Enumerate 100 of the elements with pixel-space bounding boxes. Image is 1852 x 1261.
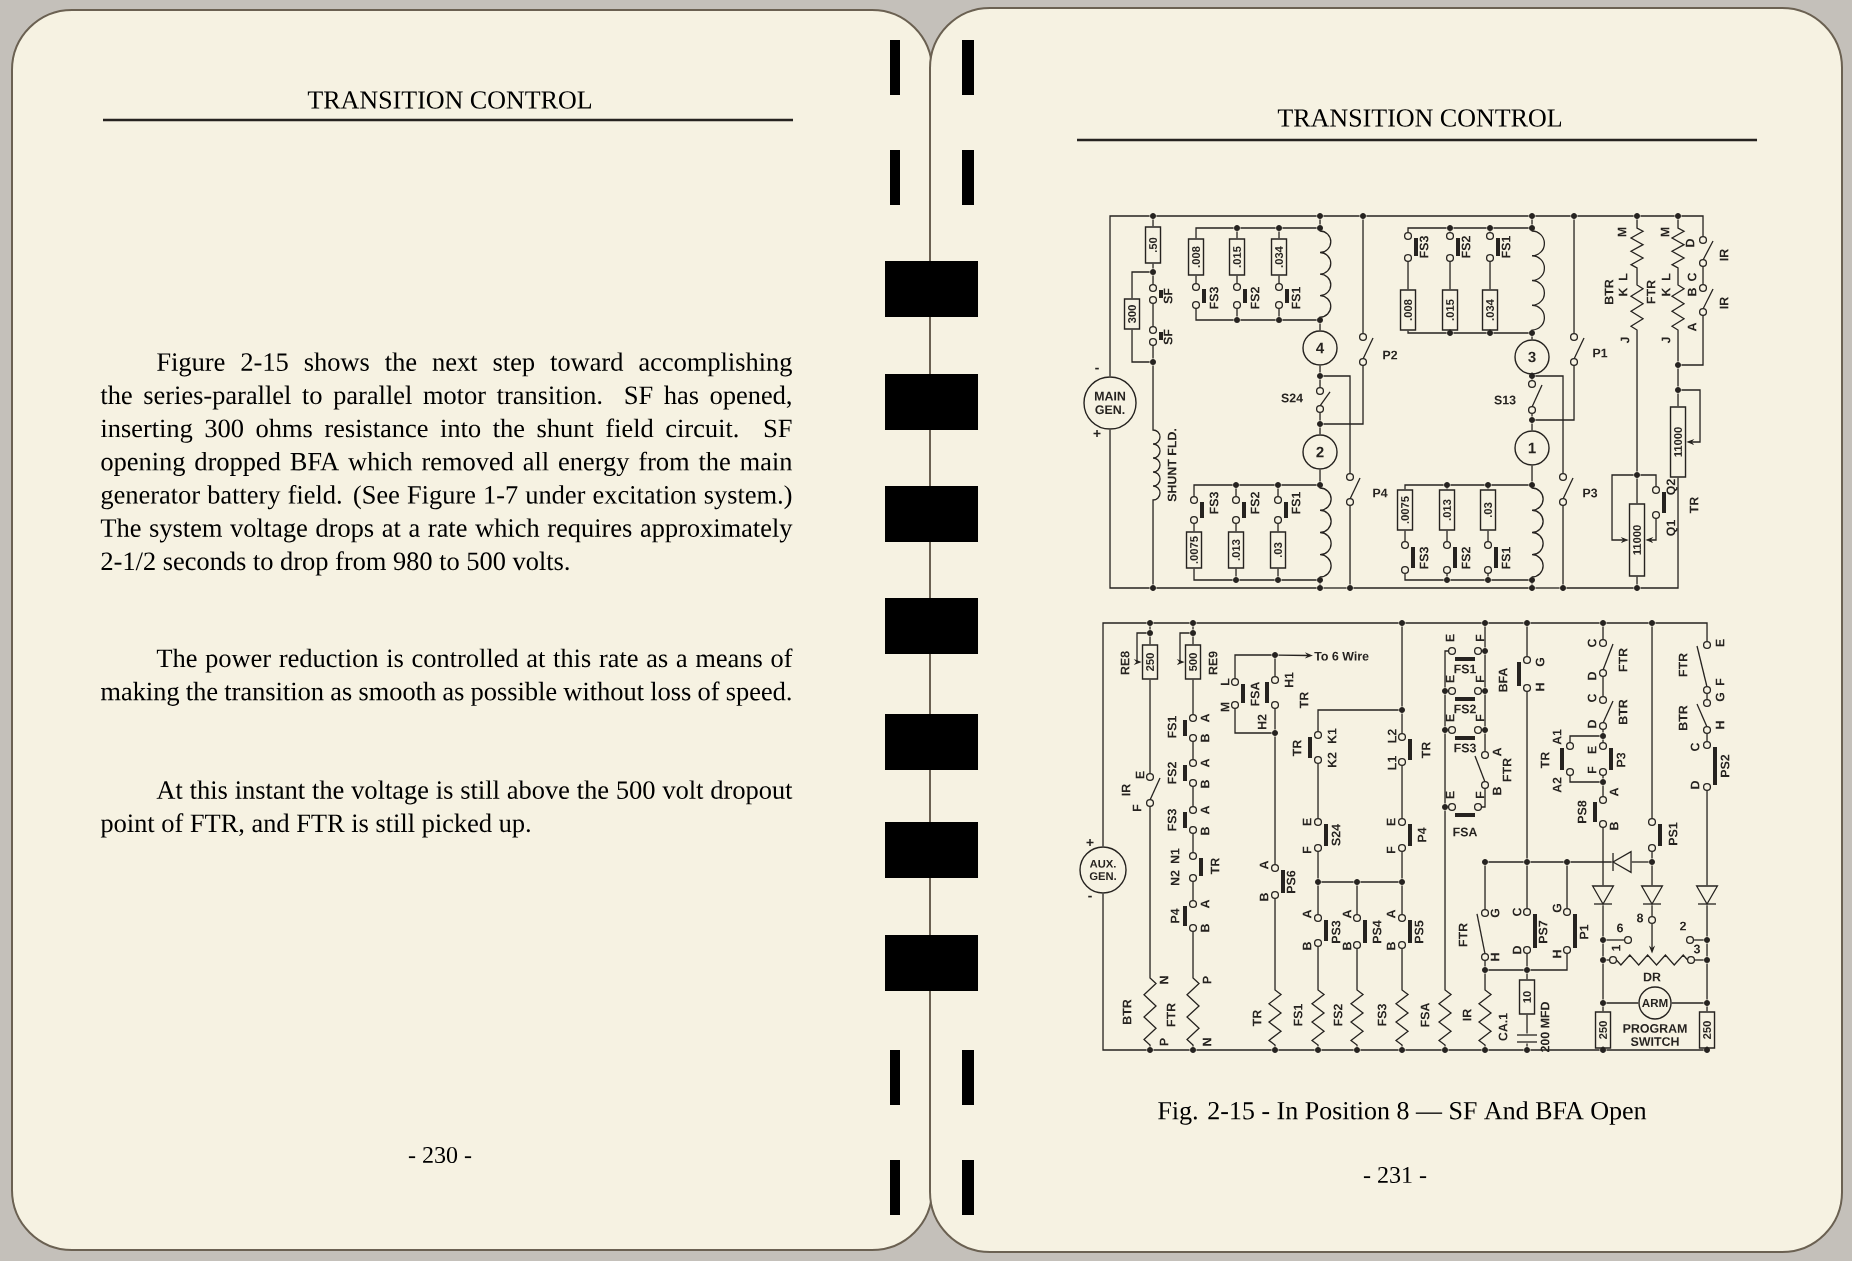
- component-label: SF: [1163, 288, 1173, 304]
- wire: [1670, 218, 1686, 363]
- component-label: F: [1386, 846, 1396, 853]
- component-label: DR: [1643, 972, 1661, 982]
- wire: [1531, 465, 1533, 483]
- component-label: TR: [1252, 1010, 1262, 1027]
- polarity-sign: +: [1086, 838, 1094, 846]
- wire: [1155, 587, 1318, 589]
- wire: [1437, 809, 1453, 1048]
- wire: [1149, 635, 1151, 645]
- contact-symbol: [1517, 655, 1532, 693]
- component-label: J: [1620, 337, 1630, 344]
- switch-symbol: [1315, 386, 1331, 414]
- wire: [1319, 469, 1321, 483]
- component-label: FS3: [1454, 743, 1476, 753]
- component-label: P: [1159, 1038, 1169, 1046]
- wire: [1238, 579, 1276, 581]
- wire: [1694, 959, 1705, 961]
- wire: [1186, 931, 1200, 1048]
- resistor-box: .03: [1479, 489, 1497, 531]
- wire: [1155, 215, 1318, 217]
- wire: [1317, 763, 1319, 819]
- contact-symbol: [1188, 851, 1203, 883]
- wire: [1484, 732, 1486, 752]
- component-label: BFA: [1498, 667, 1508, 692]
- wire: [1152, 1049, 1191, 1051]
- wire: [1277, 568, 1279, 578]
- wire: [1449, 261, 1451, 290]
- wire: [1235, 523, 1237, 532]
- page-number: - 231 -: [1363, 1166, 1427, 1184]
- component-label: L2: [1387, 729, 1397, 743]
- contact-symbol: [1560, 741, 1575, 777]
- wire: [1320, 881, 1355, 883]
- component-label: S24: [1331, 824, 1341, 846]
- wire: [1602, 729, 1604, 734]
- wire: [1149, 625, 1151, 631]
- component-label: BTR: [1122, 999, 1132, 1024]
- wire: [1651, 904, 1653, 917]
- wire: [1636, 477, 1638, 504]
- component-label: E: [1445, 634, 1455, 642]
- switch-symbol: [1345, 472, 1361, 507]
- component-label: A: [1302, 909, 1312, 919]
- wire: [1487, 622, 1525, 624]
- component-label: N1: [1170, 848, 1180, 864]
- wire: [1349, 948, 1365, 1048]
- wire: [1322, 365, 1364, 425]
- wire: [1677, 367, 1679, 388]
- wire: [1531, 413, 1533, 418]
- wire: [1195, 1049, 1273, 1051]
- component-label: D: [1512, 946, 1522, 954]
- wire: [1487, 487, 1489, 490]
- component-label: FSA: [1250, 681, 1260, 706]
- component-label: CA.1: [1498, 1013, 1508, 1041]
- switch-symbol: [1145, 772, 1161, 808]
- contact-symbol: [1447, 802, 1483, 817]
- wire: [1192, 625, 1194, 631]
- component-label: M: [1220, 702, 1230, 712]
- wire: [1349, 505, 1351, 586]
- contact-symbol: [1647, 817, 1662, 853]
- wire: [1569, 775, 1601, 783]
- wire: [1569, 735, 1601, 743]
- wire: [1639, 474, 1657, 487]
- component-label: G: [1535, 657, 1545, 667]
- wire: [1573, 218, 1575, 334]
- component-label: IR: [1462, 1009, 1472, 1021]
- component-label: H2: [1257, 714, 1267, 730]
- wire: [1487, 573, 1489, 578]
- wire: [1651, 864, 1653, 886]
- component-label: F: [1132, 804, 1142, 811]
- wire: [1320, 1049, 1355, 1051]
- component-label: F: [1475, 791, 1485, 798]
- component-label: BTR: [1604, 279, 1614, 304]
- wire: [1529, 953, 1568, 971]
- contact-symbol: [1232, 282, 1247, 310]
- contact-symbol: [1562, 907, 1577, 955]
- contact-symbol: [1447, 686, 1483, 701]
- wire: [1602, 625, 1604, 640]
- component-label: FTR: [1678, 653, 1688, 677]
- wire: [1484, 653, 1486, 689]
- wire: [1529, 1049, 1601, 1051]
- wire: [1310, 946, 1326, 1048]
- wire: [1565, 587, 1635, 589]
- wire: [1192, 881, 1194, 901]
- wire: [1404, 484, 1445, 490]
- page-number: - 230 -: [408, 1146, 472, 1164]
- component-label: A1: [1552, 729, 1562, 745]
- wire: [1274, 657, 1276, 677]
- component-label: FS2: [1454, 704, 1476, 714]
- wire: [1192, 741, 1194, 760]
- component-label: TR: [1299, 692, 1309, 709]
- component-label: 8: [1637, 913, 1644, 923]
- wire: [1192, 786, 1194, 807]
- wire: [1274, 735, 1276, 865]
- component-label: FTR: [1502, 758, 1512, 782]
- wire: [1534, 215, 1572, 217]
- wire: [1706, 733, 1708, 742]
- wire: [1566, 864, 1568, 909]
- component-label: FS3: [1209, 287, 1219, 309]
- contact-symbol: [1397, 817, 1412, 853]
- wire: [1401, 712, 1403, 734]
